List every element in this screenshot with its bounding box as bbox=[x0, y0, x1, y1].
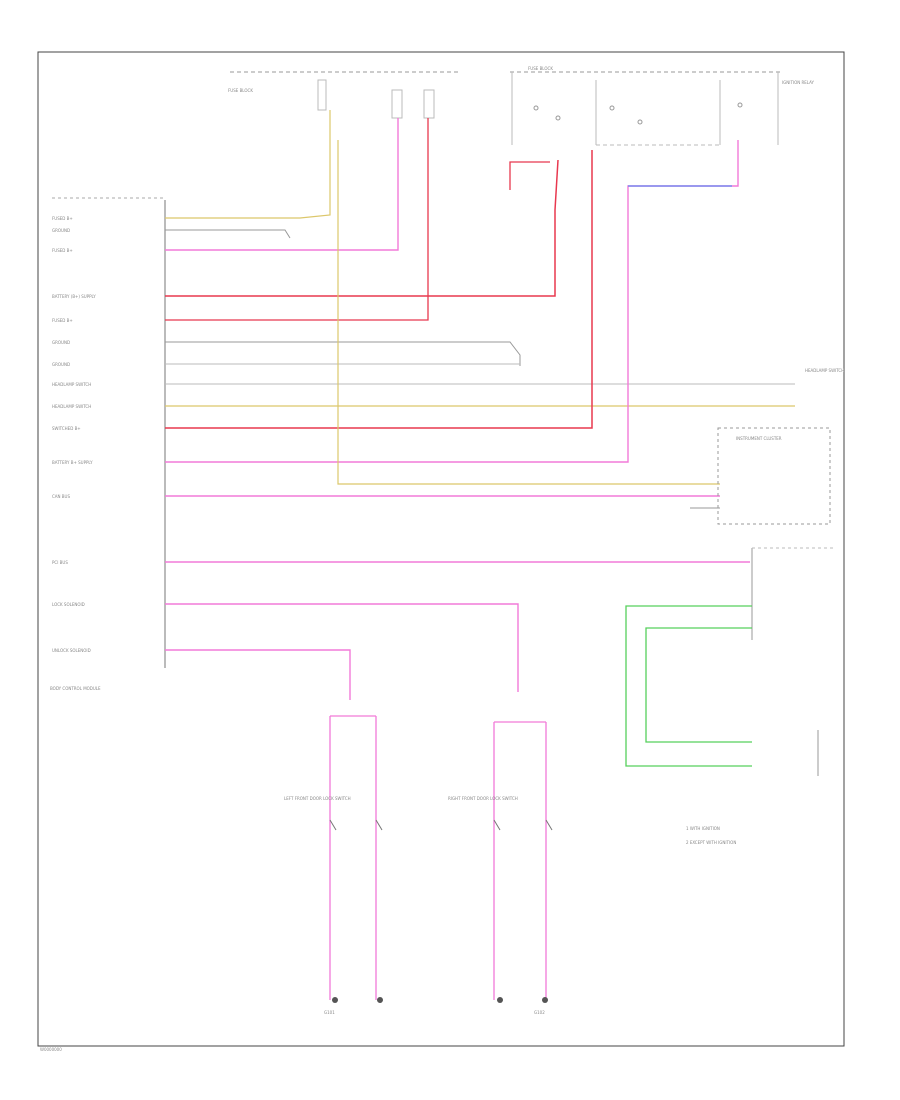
ground-left-symbol bbox=[332, 997, 383, 1003]
legend-item-1: 1 WITH IGNITION bbox=[686, 826, 720, 831]
pin-label: FUSED B+ bbox=[52, 216, 73, 221]
footer-code: W0000000 bbox=[40, 1047, 62, 1052]
legend: 1 WITH IGNITION 2 EXCEPT WITH IGNITION bbox=[686, 826, 736, 845]
wire-green-1 bbox=[625, 605, 752, 767]
wire-red-fused bbox=[165, 118, 429, 321]
pin-label: GROUND bbox=[52, 340, 70, 345]
relay-right-label: IGNITION RELAY bbox=[782, 80, 815, 85]
wire-gray-ground bbox=[165, 229, 291, 239]
instrument-cluster-box bbox=[717, 427, 831, 525]
wire-pink-battery bbox=[165, 140, 739, 463]
fuse-block-right-label: FUSE BLOCK bbox=[528, 66, 553, 71]
pin-label: UNLOCK SOLENOID bbox=[52, 648, 91, 653]
cluster-label: INSTRUMENT CLUSTER bbox=[736, 436, 782, 441]
diagram-frame bbox=[37, 51, 845, 1047]
switch-rr-label: RIGHT FRONT DOOR LOCK SWITCH bbox=[448, 796, 518, 801]
lamp-module-label: HEADLAMP SWITCH bbox=[805, 368, 844, 373]
pin-label: CAN BUS bbox=[52, 494, 70, 499]
switch-contacts bbox=[329, 819, 553, 831]
wire-red-switched bbox=[165, 150, 593, 429]
pin-label: GROUND bbox=[52, 228, 70, 233]
wire-pink-unlock bbox=[165, 649, 351, 700]
ground-right-symbol bbox=[497, 997, 548, 1003]
wire-yellow-fused bbox=[165, 110, 331, 219]
ground-left-label: G101 bbox=[324, 1010, 335, 1015]
pin-label: HEADLAMP SWITCH bbox=[52, 382, 91, 387]
switch-lr-label: LEFT FRONT DOOR LOCK SWITCH bbox=[284, 796, 351, 801]
wire-yellow-long bbox=[337, 140, 720, 485]
legend-item-2: 2 EXCEPT WITH IGNITION bbox=[686, 840, 736, 845]
pin-label: GROUND bbox=[52, 362, 70, 367]
module-label: BODY CONTROL MODULE bbox=[50, 686, 101, 691]
wire-gray-ground-2 bbox=[165, 341, 521, 366]
fuse-block-left-label: FUSE BLOCK bbox=[228, 88, 253, 93]
pin-label: FUSED B+ bbox=[52, 318, 73, 323]
wire-red-battery bbox=[165, 159, 559, 297]
pin-label-column: FUSED B+ GROUND FUSED B+ BATTERY (B+) SUPPL… bbox=[52, 216, 96, 653]
ground-right-label: G102 bbox=[534, 1010, 545, 1015]
wire-pink-fused bbox=[165, 118, 399, 251]
pin-label: SWITCHED B+ bbox=[52, 426, 81, 431]
pin-label: FUSED B+ bbox=[52, 248, 73, 253]
pin-label: PCI BUS bbox=[52, 560, 68, 565]
fuse-block-right: FUSE BLOCK IGNITION RELAY bbox=[511, 66, 815, 146]
pin-label: LOCK SOLENOID bbox=[52, 602, 85, 607]
pin-label: BATTERY (B+) SUPPLY bbox=[52, 294, 96, 299]
wire-pink-lock bbox=[165, 603, 519, 692]
wire-red-top bbox=[509, 161, 550, 190]
fuse-block-left: FUSE BLOCK bbox=[228, 79, 435, 119]
pin-label: HEADLAMP SWITCH bbox=[52, 404, 91, 409]
pin-label: BATTERY B+ SUPPLY bbox=[52, 460, 93, 465]
wire-green-2 bbox=[645, 627, 752, 743]
